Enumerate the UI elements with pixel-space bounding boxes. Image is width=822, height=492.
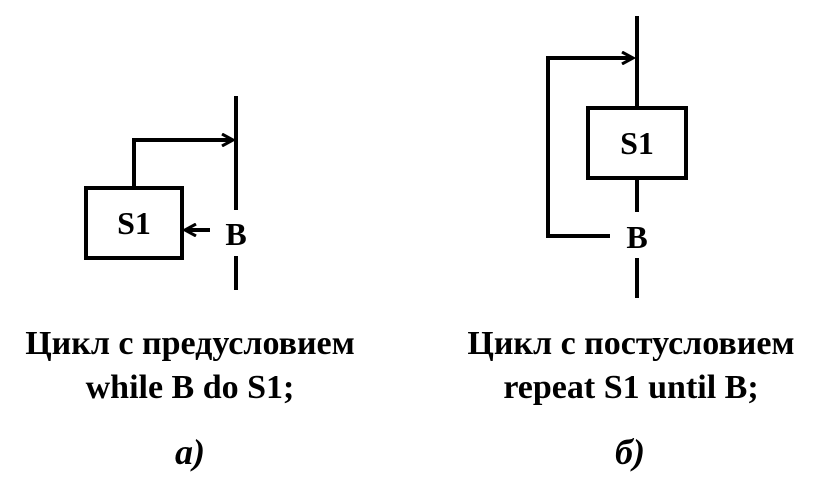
panel-b-letter: б): [615, 432, 645, 472]
panel-b-return-arrow: [546, 58, 632, 238]
panel-a-letter: а): [175, 432, 205, 472]
panel-b-diagram: S1 B: [546, 16, 688, 298]
panel-b-s1-label: S1: [620, 125, 654, 161]
panel-a-condition-label: B: [225, 216, 246, 252]
panel-b-caption-line2: repeat S1 until B;: [503, 369, 759, 406]
panel-b-s1-block: [586, 106, 688, 180]
panel-a-diagram: S1 B: [84, 96, 247, 290]
panel-a-return-arrow: [132, 140, 232, 188]
panel-a-caption-line2: while B do S1;: [85, 369, 295, 406]
panel-b-condition-label: B: [626, 219, 647, 255]
panel-a-caption-line1: Цикл с предусловием: [25, 325, 355, 362]
panel-a-s1-label: S1: [117, 205, 151, 241]
panel-b-caption-line1: Цикл с постусловием: [467, 325, 795, 362]
